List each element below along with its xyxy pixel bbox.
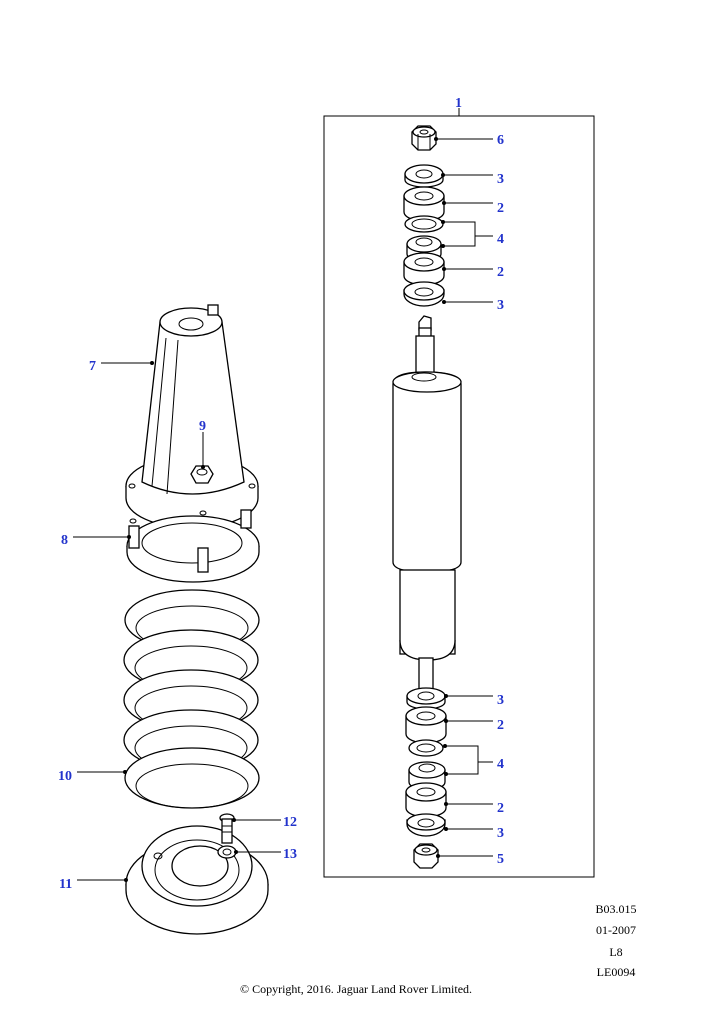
callout-2-b[interactable]: 2	[497, 265, 504, 280]
shock-absorber-part[interactable]	[392, 315, 462, 705]
callout-9[interactable]: 9	[199, 419, 206, 434]
upper-bush-part[interactable]	[403, 186, 445, 222]
lower-cup-washer-part[interactable]	[406, 813, 446, 837]
spring-base-part[interactable]	[125, 825, 269, 935]
upper-washer-part[interactable]	[404, 164, 444, 188]
leader-dots	[123, 137, 448, 882]
callout-3-d[interactable]: 3	[497, 826, 504, 841]
leader-lines	[73, 138, 493, 881]
bottom-nut-part[interactable]	[413, 843, 439, 869]
callout-7[interactable]: 7	[89, 359, 96, 374]
callout-5[interactable]: 5	[497, 852, 504, 867]
callout-3-a[interactable]: 3	[497, 172, 504, 187]
housing-nut-part[interactable]	[190, 465, 214, 484]
copyright-notice: © Copyright, 2016. Jaguar Land Rover Lim…	[239, 982, 473, 996]
callout-2-a[interactable]: 2	[497, 201, 504, 216]
callout-4-b[interactable]: 4	[497, 757, 504, 772]
callout-3-b[interactable]: 3	[497, 298, 504, 313]
diagram-reference: B03.015	[595, 902, 637, 916]
diagram-model: L8	[609, 945, 623, 959]
callout-10[interactable]: 10	[58, 769, 72, 784]
upper-cup-washer-part[interactable]	[403, 281, 445, 307]
coil-spring-part[interactable]	[123, 589, 260, 809]
upper-bush-second-part[interactable]	[403, 252, 445, 286]
spring-seat-part[interactable]	[126, 509, 260, 583]
bolt-part[interactable]	[219, 813, 235, 844]
diagram-date: 01-2007	[596, 923, 636, 937]
lower-bush-second-part[interactable]	[405, 782, 447, 818]
callout-2-d[interactable]: 2	[497, 801, 504, 816]
callout-8[interactable]: 8	[61, 533, 68, 548]
callout-13[interactable]: 13	[283, 847, 297, 862]
lower-washer-part[interactable]	[406, 687, 446, 710]
spring-housing-part[interactable]	[125, 304, 259, 529]
diagram-code: LE0094	[596, 965, 636, 979]
bolt-washer-part[interactable]	[217, 845, 237, 859]
callout-6[interactable]: 6	[497, 133, 504, 148]
top-nut-part[interactable]	[411, 125, 437, 151]
callout-12[interactable]: 12	[283, 815, 297, 830]
callout-11[interactable]: 11	[59, 877, 72, 892]
callout-4-a[interactable]: 4	[497, 232, 504, 247]
callout-3-c[interactable]: 3	[497, 693, 504, 708]
callout-2-c[interactable]: 2	[497, 718, 504, 733]
lower-bush-part[interactable]	[405, 706, 447, 744]
callout-1[interactable]: 1	[455, 96, 462, 111]
